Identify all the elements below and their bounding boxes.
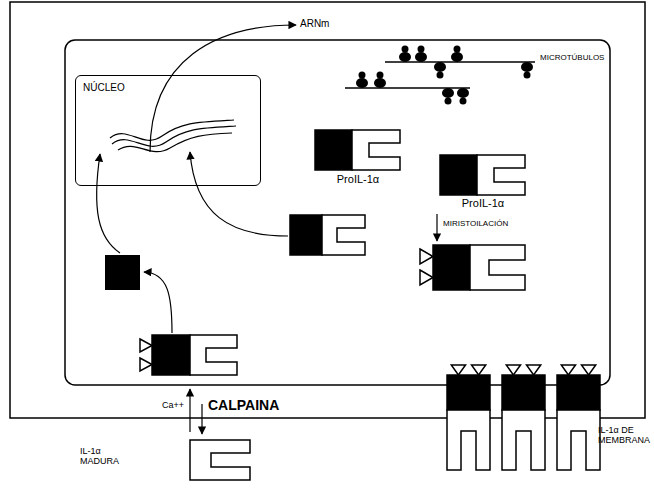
myristoyl-triangle <box>582 365 596 375</box>
propiece-square <box>290 215 322 255</box>
node-label: ProIL-1α <box>462 197 504 210</box>
node-label: IL-1α MADURA <box>80 446 119 467</box>
dna-strand <box>112 126 236 146</box>
mrna-label: ARNm <box>300 18 329 30</box>
ribosome <box>434 62 446 72</box>
ribosome <box>402 46 409 53</box>
transcription-arrow <box>150 25 296 152</box>
ribosomes <box>356 46 533 105</box>
myristoyl-triangle <box>506 365 520 375</box>
protein-shape <box>557 365 600 470</box>
myristoylated-proil1a <box>420 245 525 290</box>
mature-domain <box>477 155 525 195</box>
ribosome <box>454 46 461 53</box>
proil1a-unlabeled <box>290 215 365 255</box>
mature-il1a: IL-1α MADURA <box>78 437 254 483</box>
protein-shape <box>190 440 250 480</box>
myristoyl-triangle <box>472 365 486 375</box>
myristoylated-proil1a <box>140 335 237 375</box>
ribosome <box>377 72 384 79</box>
ribosome <box>399 52 411 62</box>
cell-membrane <box>10 2 645 418</box>
ribosome <box>460 98 467 105</box>
ribosome <box>521 62 533 72</box>
membrane-il1a: IL-1α DE MEMBRANA <box>440 360 654 474</box>
mature-domain <box>557 410 600 470</box>
propiece-square <box>433 245 470 290</box>
propiece-square <box>105 255 140 290</box>
mature-domain <box>470 245 525 290</box>
myristoyl-triangle <box>420 249 433 264</box>
myristoyl-triangle <box>451 365 465 375</box>
propiece-square <box>557 375 600 410</box>
node-label: IL-1α DE MEMBRANA <box>598 425 650 446</box>
mature-domain <box>190 440 250 480</box>
myristoyl-triangle <box>527 365 541 375</box>
ribosome <box>445 98 452 105</box>
myristoyl-triangle <box>140 339 152 352</box>
node-outline <box>440 360 654 474</box>
enzyme-label: CALPAINA <box>208 397 279 413</box>
cleavage-arrow <box>144 272 172 333</box>
nucleus-box: NÚCLEO <box>75 75 261 186</box>
myristoyl-triangle <box>140 358 152 371</box>
dna-strand <box>118 133 232 152</box>
mature-domain <box>190 335 237 375</box>
node-label: NÚCLEO <box>83 82 125 94</box>
propiece-square <box>447 375 490 410</box>
propiece-square <box>440 155 477 195</box>
dna-strands <box>110 120 236 152</box>
process-arrows <box>97 25 437 434</box>
ribosome <box>457 88 469 98</box>
myristoyl-triangle <box>561 365 575 375</box>
ion-label: Ca++ <box>162 400 184 410</box>
calcium-influx-arrow <box>189 389 190 432</box>
nuclear-import-arrow <box>97 154 120 253</box>
propiece-square <box>315 130 352 170</box>
ribosome <box>451 52 463 62</box>
protein-shape <box>440 155 525 195</box>
propiece-square <box>502 375 545 410</box>
proil1a-protein: ProIL-1α <box>437 152 529 214</box>
proil1a-protein: ProIL-1α <box>312 127 404 193</box>
node-label: ProIL-1α <box>337 173 379 186</box>
ribosome <box>442 88 454 98</box>
ribosome <box>524 72 531 79</box>
ribosome <box>356 78 368 88</box>
microtubules <box>345 46 535 105</box>
myristoyl-triangle <box>420 270 433 285</box>
ribosome <box>437 72 444 79</box>
propiece-square <box>152 335 190 375</box>
nuclear-import-arrow <box>190 152 288 236</box>
myristoylation-arrow <box>436 214 437 241</box>
ribosome <box>374 78 386 88</box>
mature-domain <box>352 130 400 170</box>
ribosome <box>359 72 366 79</box>
mature-domain <box>447 410 490 470</box>
protein-shape <box>447 365 490 470</box>
release-arrow <box>201 404 202 434</box>
ribosome <box>418 46 425 53</box>
dna-strand <box>110 120 234 140</box>
protein-shape <box>315 130 400 170</box>
microtubule-label: MICROTÚBULOS <box>540 53 604 62</box>
mature-domain <box>502 410 545 470</box>
process-label: MIRISTOILACIÓN <box>443 219 508 228</box>
protein-shape <box>502 365 545 470</box>
mature-domain <box>322 215 365 255</box>
cytoplasm-outline <box>65 40 610 385</box>
ribosome <box>415 52 427 62</box>
